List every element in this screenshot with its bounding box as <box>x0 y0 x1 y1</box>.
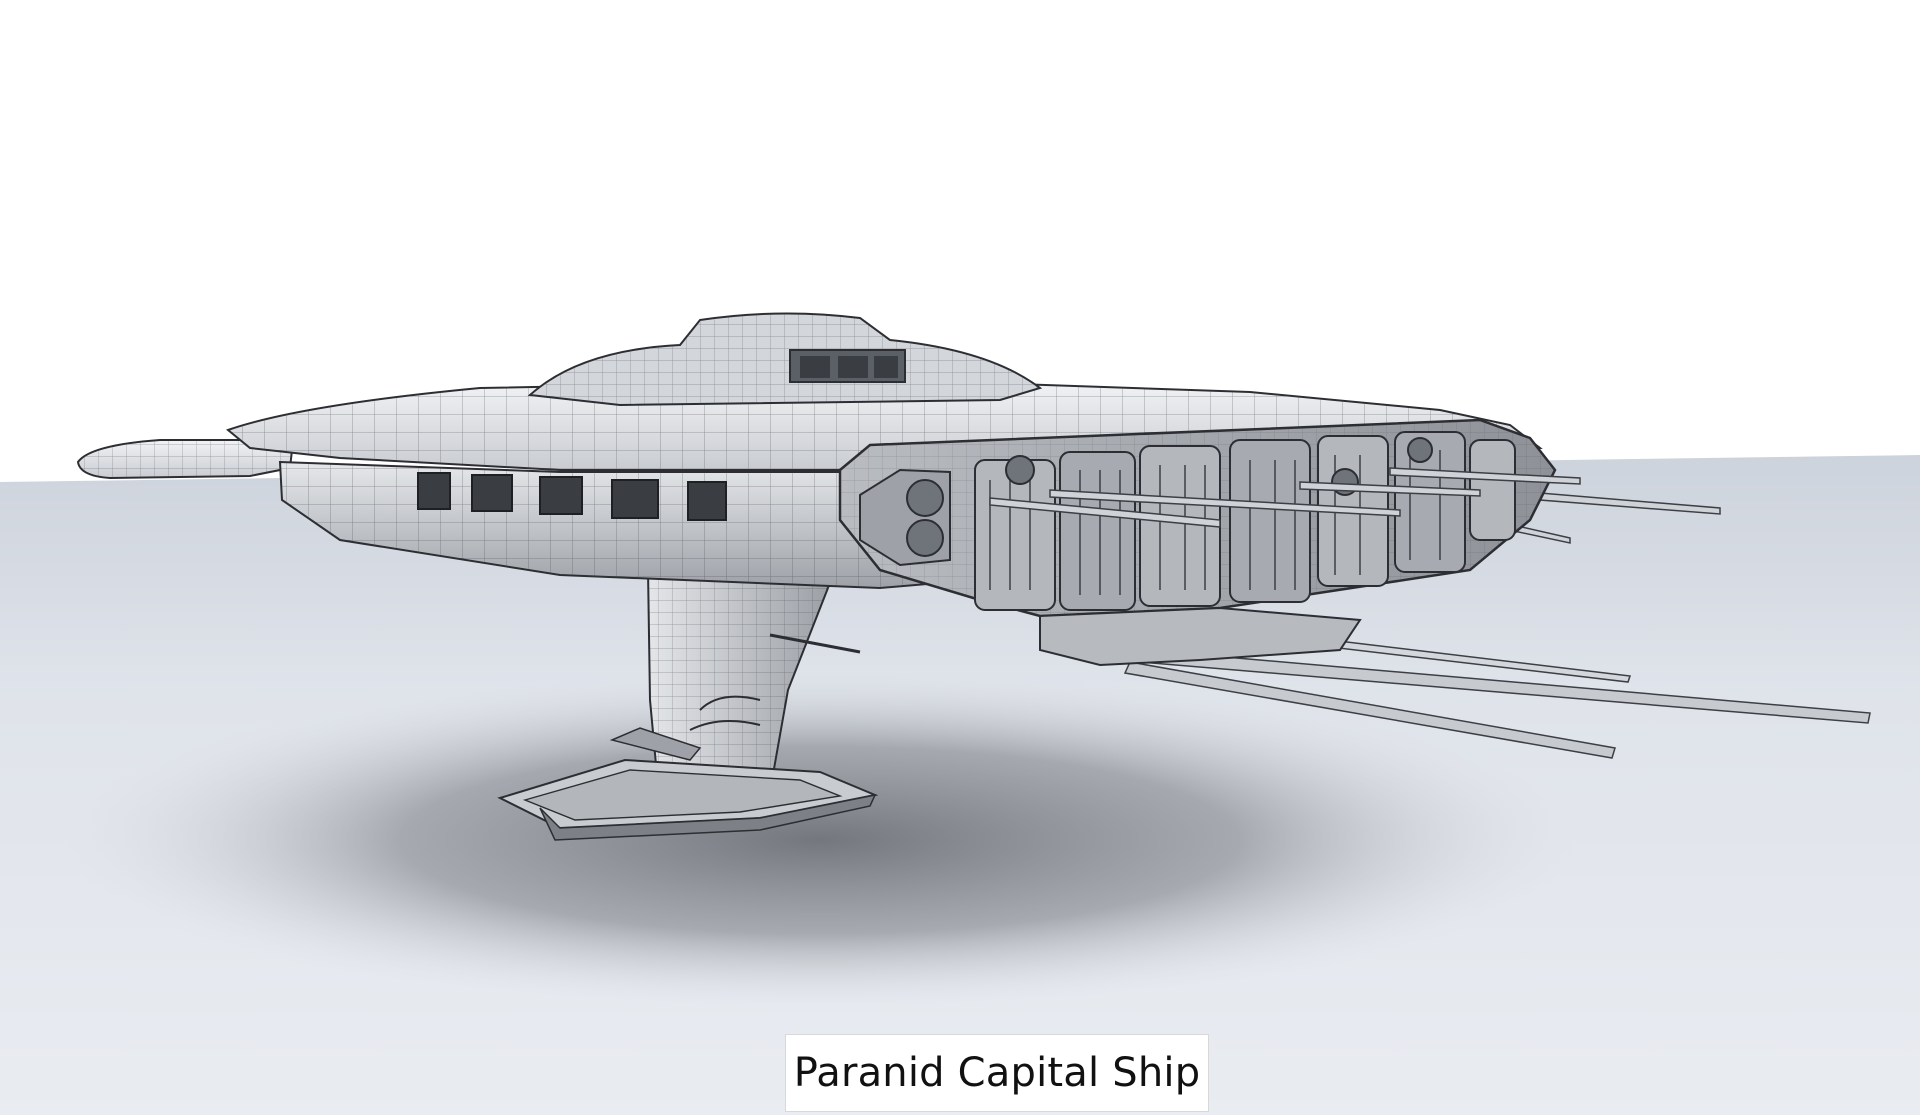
ship-pylon <box>497 569 879 841</box>
caption-box: Paranid Capital Ship <box>785 1034 1209 1112</box>
floor-shadow <box>60 670 1580 1010</box>
image-caption: Paranid Capital Ship <box>793 1050 1201 1096</box>
gun-barrels <box>989 467 1581 528</box>
ship-hull <box>76 312 1581 667</box>
hull-windows <box>417 472 727 521</box>
antennae <box>1123 492 1871 759</box>
